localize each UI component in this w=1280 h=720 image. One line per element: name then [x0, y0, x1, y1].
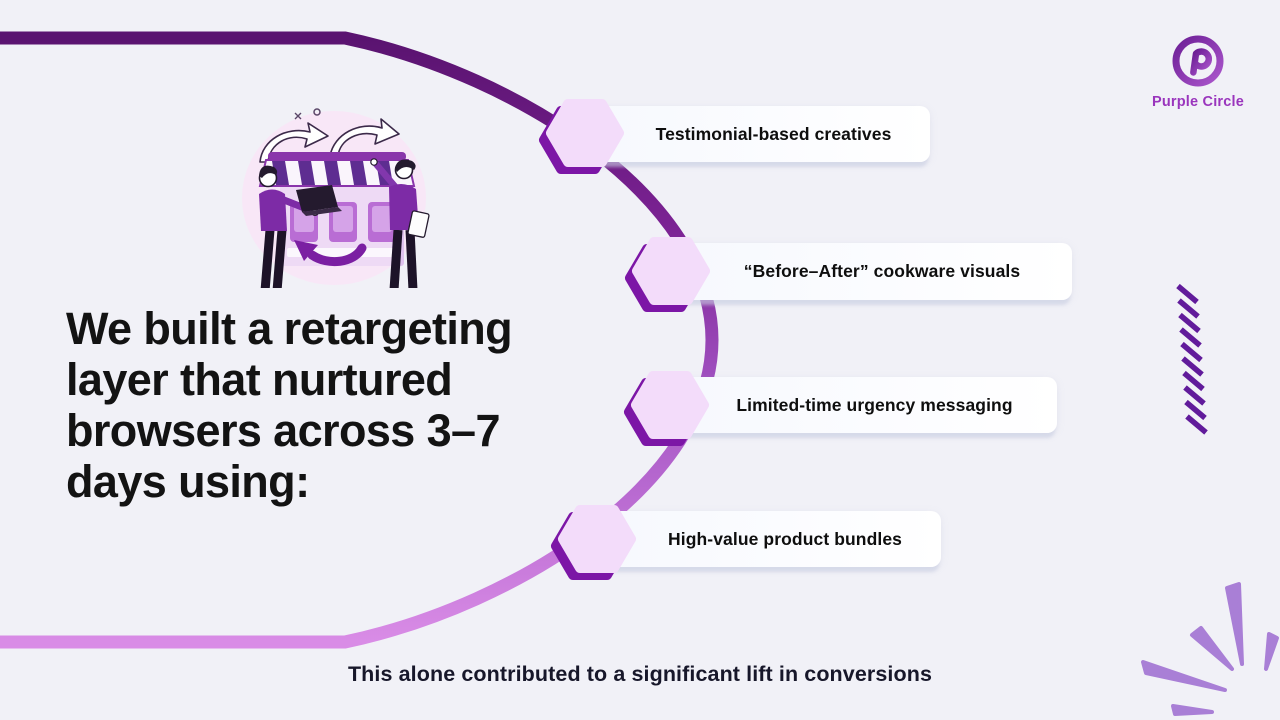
bullet-card-2: “Before–After” cookware visuals [650, 243, 1072, 300]
slide-title-line: browsers across 3–7 [66, 405, 500, 456]
retargeting-swoosh-arrow-icon [294, 240, 367, 267]
growth-arrow-left-icon [259, 122, 329, 163]
bullet-label: Limited-time urgency messaging [736, 394, 1013, 415]
person-with-laptop [258, 165, 342, 288]
brand-wordmark: Purple Circle [1151, 94, 1245, 110]
slide-title-line: We built a retargeting [66, 303, 513, 354]
brand-logo: Purple Circle [1146, 32, 1250, 110]
bullet-card-1: Testimonial-based creatives [575, 106, 930, 162]
bullet-card-3: Limited-time urgency messaging [650, 377, 1057, 433]
bullet-label: “Before–After” cookware visuals [743, 261, 1021, 281]
slide-title-line: layer that nurtured [66, 354, 453, 405]
online-store-illustration [242, 108, 430, 288]
hexagon-marker-3 [624, 371, 709, 446]
slide-title-line: days using: [66, 456, 310, 507]
footer-caption: This alone contributed to a significant … [347, 662, 933, 686]
person-pointing [370, 158, 430, 288]
bullet-label: Testimonial-based creatives [655, 123, 892, 144]
hexagon-marker-2 [625, 237, 710, 312]
slide-title: We built a retargeting layer that nurtur… [66, 303, 513, 507]
bullet-card-4: High-value product bundles [587, 511, 941, 567]
hexagon-marker-1 [539, 99, 624, 174]
purple-circle-logo-icon [1172, 35, 1224, 87]
bullet-label: High-value product bundles [668, 528, 902, 549]
hexagon-marker-4 [551, 505, 636, 580]
growth-arrow-right-icon [329, 118, 400, 157]
